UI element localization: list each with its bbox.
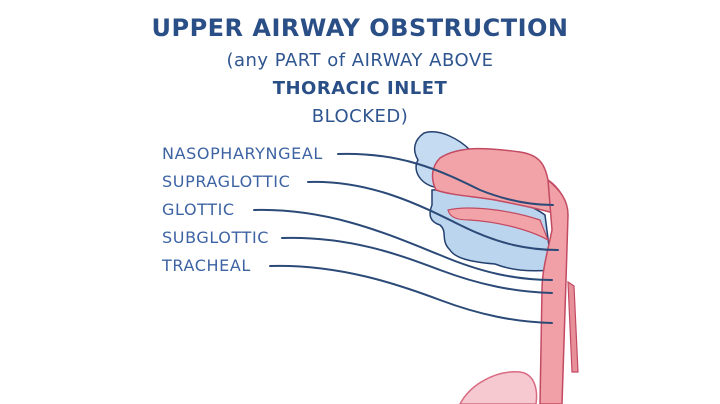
label-supraglottic: SUPRAGLOTTIC (162, 172, 291, 191)
leader-line-glottic (253, 208, 553, 281)
label-subglottic: SUBGLOTTIC (162, 228, 270, 247)
label-nasopharyngeal: NASOPHARYNGEAL (162, 144, 323, 163)
palate-shape (447, 207, 550, 242)
leader-line-subglottic (281, 236, 553, 294)
label-tracheal: TRACHEAL (162, 256, 251, 275)
subtitle-line-1: (any PART of AIRWAY ABOVE (226, 50, 494, 71)
esophagus-shape (567, 280, 579, 373)
subtitle-line-3: BLOCKED) (311, 106, 409, 127)
label-glottic: GLOTTIC (162, 200, 235, 219)
leader-line-tracheal (269, 264, 553, 324)
subtitle-line-2: THORACIC INLET (272, 78, 448, 99)
leader-line-supraglottic (307, 180, 559, 251)
leader-lines (253, 152, 559, 324)
diagram-title: UPPER AIRWAY OBSTRUCTION (151, 14, 569, 42)
leader-line-nasopharyngeal (337, 152, 554, 206)
trachea-shape (539, 178, 569, 404)
lung-shape (459, 371, 538, 404)
